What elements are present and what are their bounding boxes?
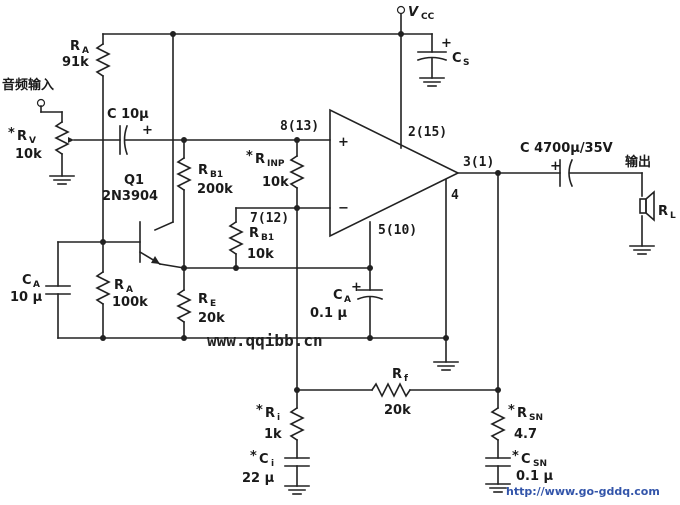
capacitor-ci: * C i 22 μ xyxy=(242,449,310,495)
svg-text:*: * xyxy=(512,449,519,464)
svg-text:+: + xyxy=(338,135,349,150)
svg-text:200k: 200k xyxy=(197,182,233,197)
svg-text:R: R xyxy=(255,152,265,167)
svg-text:R: R xyxy=(392,367,402,382)
capacitor-ca-left: C A 10 μ xyxy=(10,241,104,339)
svg-text:SN: SN xyxy=(529,413,543,423)
svg-text:L: L xyxy=(670,211,676,221)
svg-text:10k: 10k xyxy=(15,147,42,162)
capacitor-c-output: C 4700μ/35V + xyxy=(520,141,643,188)
svg-text:*: * xyxy=(256,403,263,418)
svg-text:91k: 91k xyxy=(62,55,89,70)
pin-inv-label: 7(12) xyxy=(250,211,289,226)
svg-text:R: R xyxy=(17,129,27,144)
svg-text:1k: 1k xyxy=(264,427,282,442)
svg-text:Q1: Q1 xyxy=(124,173,144,188)
svg-text:C: C xyxy=(259,452,269,467)
resistor-ra-91k: R A 91k xyxy=(62,33,111,243)
capacitor-c-input: C 10μ + xyxy=(107,107,185,156)
svg-text:C: C xyxy=(452,51,462,66)
svg-text:A: A xyxy=(126,285,133,295)
svg-text:*: * xyxy=(246,149,253,164)
svg-text:S: S xyxy=(463,58,469,68)
svg-text:SN: SN xyxy=(533,459,547,469)
resistor-rb1-200k: R B1 200k xyxy=(176,139,233,269)
resistor-rsn: * R SN 4.7 xyxy=(490,403,543,459)
resistor-rf: R f 20k xyxy=(296,367,499,418)
svg-text:A: A xyxy=(33,280,40,290)
svg-text:B1: B1 xyxy=(261,233,274,243)
svg-text:音频输入: 音频输入 xyxy=(2,77,54,93)
svg-text:A: A xyxy=(344,295,351,305)
svg-text:R: R xyxy=(658,204,668,219)
svg-text:f: f xyxy=(404,374,408,384)
svg-text:20k: 20k xyxy=(384,403,411,418)
pin-vcc-label: 2(15) xyxy=(408,125,447,140)
capacitor-cs: + C S xyxy=(416,33,469,87)
svg-text:0.1 μ: 0.1 μ xyxy=(516,469,554,484)
resistor-ra-100k: R A 100k xyxy=(95,241,148,339)
svg-text:+: + xyxy=(142,123,153,138)
svg-text:4.7: 4.7 xyxy=(514,427,537,442)
svg-text:C 10μ: C 10μ xyxy=(107,107,149,122)
svg-text:V: V xyxy=(408,5,419,20)
svg-text:100k: 100k xyxy=(112,295,148,310)
svg-text:E: E xyxy=(210,299,216,309)
op-amp: + − xyxy=(329,108,460,238)
pin-gnd-label: 4 xyxy=(451,188,459,203)
capacitor-ca-right: C A + 0.1 μ xyxy=(310,280,384,339)
svg-text:CC: CC xyxy=(421,12,435,22)
svg-text:*: * xyxy=(250,449,257,464)
svg-text:C 4700μ/35V: C 4700μ/35V xyxy=(520,141,613,156)
ground-main xyxy=(433,361,459,371)
speaker-rl: R L xyxy=(629,172,676,255)
svg-text:2N3904: 2N3904 xyxy=(102,189,158,204)
svg-text:22 μ: 22 μ xyxy=(242,471,275,486)
svg-text:V: V xyxy=(29,136,36,146)
resistor-rinp: * R INP 10k xyxy=(246,137,305,209)
svg-text:10 μ: 10 μ xyxy=(10,290,43,305)
svg-text:i: i xyxy=(277,413,280,423)
svg-text:+: + xyxy=(441,36,452,51)
svg-text:INP: INP xyxy=(267,159,285,169)
svg-text:R: R xyxy=(198,292,208,307)
svg-text:R: R xyxy=(517,406,527,421)
svg-text:0.1 μ: 0.1 μ xyxy=(310,306,348,321)
svg-text:C: C xyxy=(333,288,343,303)
svg-text:20k: 20k xyxy=(198,311,225,326)
svg-text:R: R xyxy=(70,39,80,54)
svg-text:C: C xyxy=(521,452,531,467)
svg-text:+: + xyxy=(550,159,561,174)
output-label: 输出 xyxy=(625,154,651,170)
svg-text:*: * xyxy=(508,403,515,418)
svg-text:R: R xyxy=(114,278,124,293)
svg-text:i: i xyxy=(271,459,274,469)
pin-bypass-label: 5(10) xyxy=(378,223,417,238)
svg-text:+: + xyxy=(351,280,362,295)
svg-text:−: − xyxy=(338,201,349,216)
watermark-corner: http://www.go-gddq.com xyxy=(506,485,660,498)
svg-text:R: R xyxy=(198,163,208,178)
svg-text:R: R xyxy=(249,226,259,241)
svg-text:10k: 10k xyxy=(247,247,274,262)
capacitor-csn: * C SN 0.1 μ xyxy=(485,449,554,493)
potentiometer-rv: * R V 10k xyxy=(8,120,121,185)
transistor-q1: Q1 2N3904 xyxy=(102,33,185,269)
svg-text:10k: 10k xyxy=(262,175,289,190)
svg-text:R: R xyxy=(265,406,275,421)
resistor-ri: * R i 1k xyxy=(256,389,305,459)
audio-input-terminal: 音频输入 xyxy=(2,77,63,123)
svg-text:A: A xyxy=(82,46,89,56)
vcc-terminal: V CC xyxy=(396,5,435,35)
svg-text:B1: B1 xyxy=(210,170,223,180)
watermark-center: www.qqibb.cn xyxy=(207,331,323,350)
pin-noninv-label: 8(13) xyxy=(280,119,319,134)
pin-out-label: 3(1) xyxy=(463,155,494,170)
resistor-rb1-10k: R B1 10k xyxy=(228,207,331,269)
svg-text:C: C xyxy=(22,273,32,288)
resistor-re: R E 20k xyxy=(176,267,225,339)
svg-text:*: * xyxy=(8,126,15,141)
